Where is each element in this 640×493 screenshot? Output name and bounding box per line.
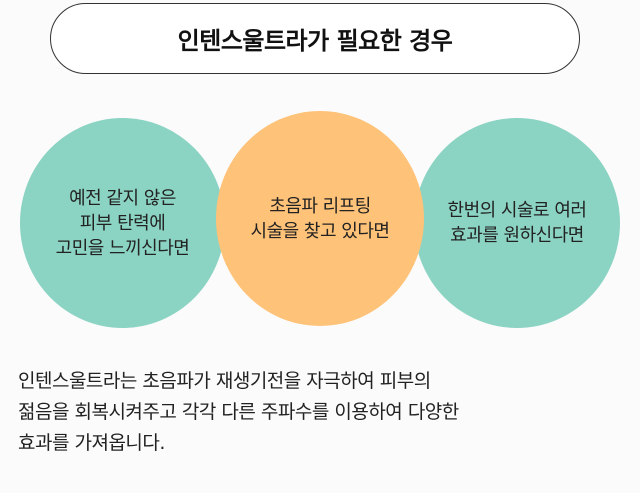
circle-text-line: 한번의 시술로 여러 — [447, 200, 587, 221]
description-line: 효과를 가져옵니다. — [18, 432, 165, 454]
description-paragraph: 인텐스울트라는 초음파가 재생기전을 자극하여 피부의 젊음을 회복시켜주고 각… — [18, 366, 628, 459]
circle-text-line: 피부 탄력에 — [79, 212, 166, 234]
circle-text-line: 초음파 리프팅 — [269, 195, 371, 217]
section-title-pill: 인텐스울트라가 필요한 경우 — [50, 3, 580, 74]
description-line: 젊음을 회복시켜주고 각각 다른 주파수를 이용하여 다양한 — [18, 401, 459, 423]
description-line: 인텐스울트라는 초음파가 재생기전을 자극하여 피부의 — [18, 370, 431, 392]
circle-elasticity-concern: 예전 같지 않은 피부 탄력에 고민을 느끼신다면 — [20, 118, 225, 328]
section-title: 인텐스울트라가 필요한 경우 — [177, 27, 453, 55]
circle-text-line: 시술을 찾고 있다면 — [250, 220, 390, 242]
circle-ultrasound-lifting: 초음파 리프팅 시술을 찾고 있다면 — [216, 111, 424, 326]
circle-text-line: 고민을 느끼신다면 — [55, 237, 190, 259]
circle-text-line: 예전 같지 않은 — [69, 187, 176, 209]
circle-multiple-effects: 한번의 시술로 여러 효과를 원하신다면 — [414, 118, 620, 328]
circle-text-line: 효과를 원하신다면 — [450, 225, 584, 246]
